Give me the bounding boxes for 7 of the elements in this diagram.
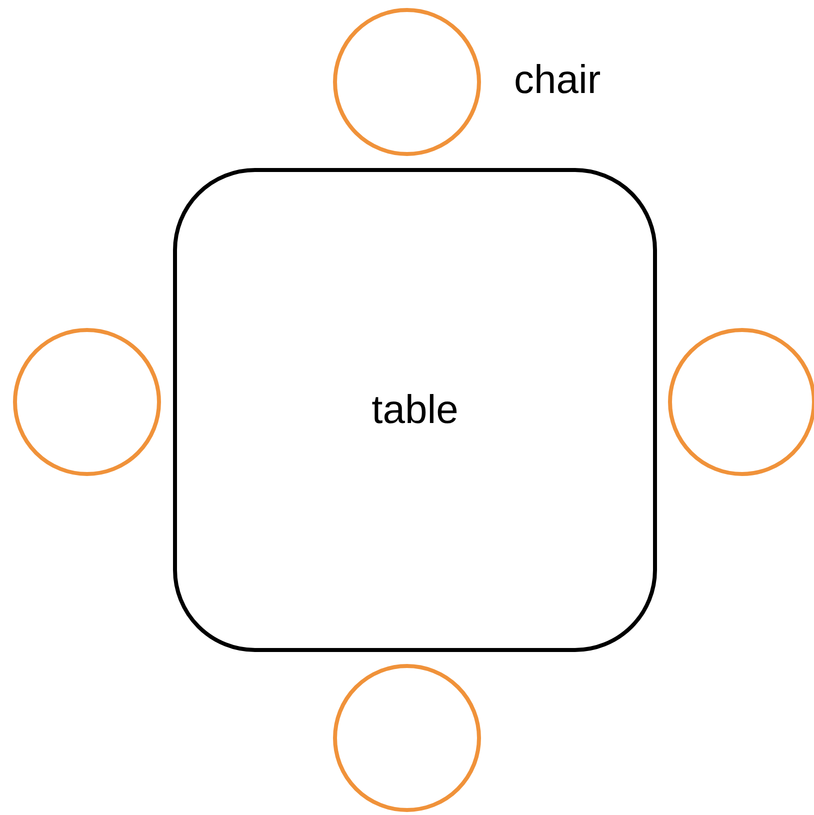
table-label: table (372, 388, 458, 432)
chair-circle (13, 328, 161, 476)
chair-circle (668, 328, 814, 476)
caption-label: chair (514, 60, 601, 100)
table-outline (173, 168, 657, 652)
chair-circle (333, 664, 481, 812)
chair-circle (333, 8, 481, 156)
